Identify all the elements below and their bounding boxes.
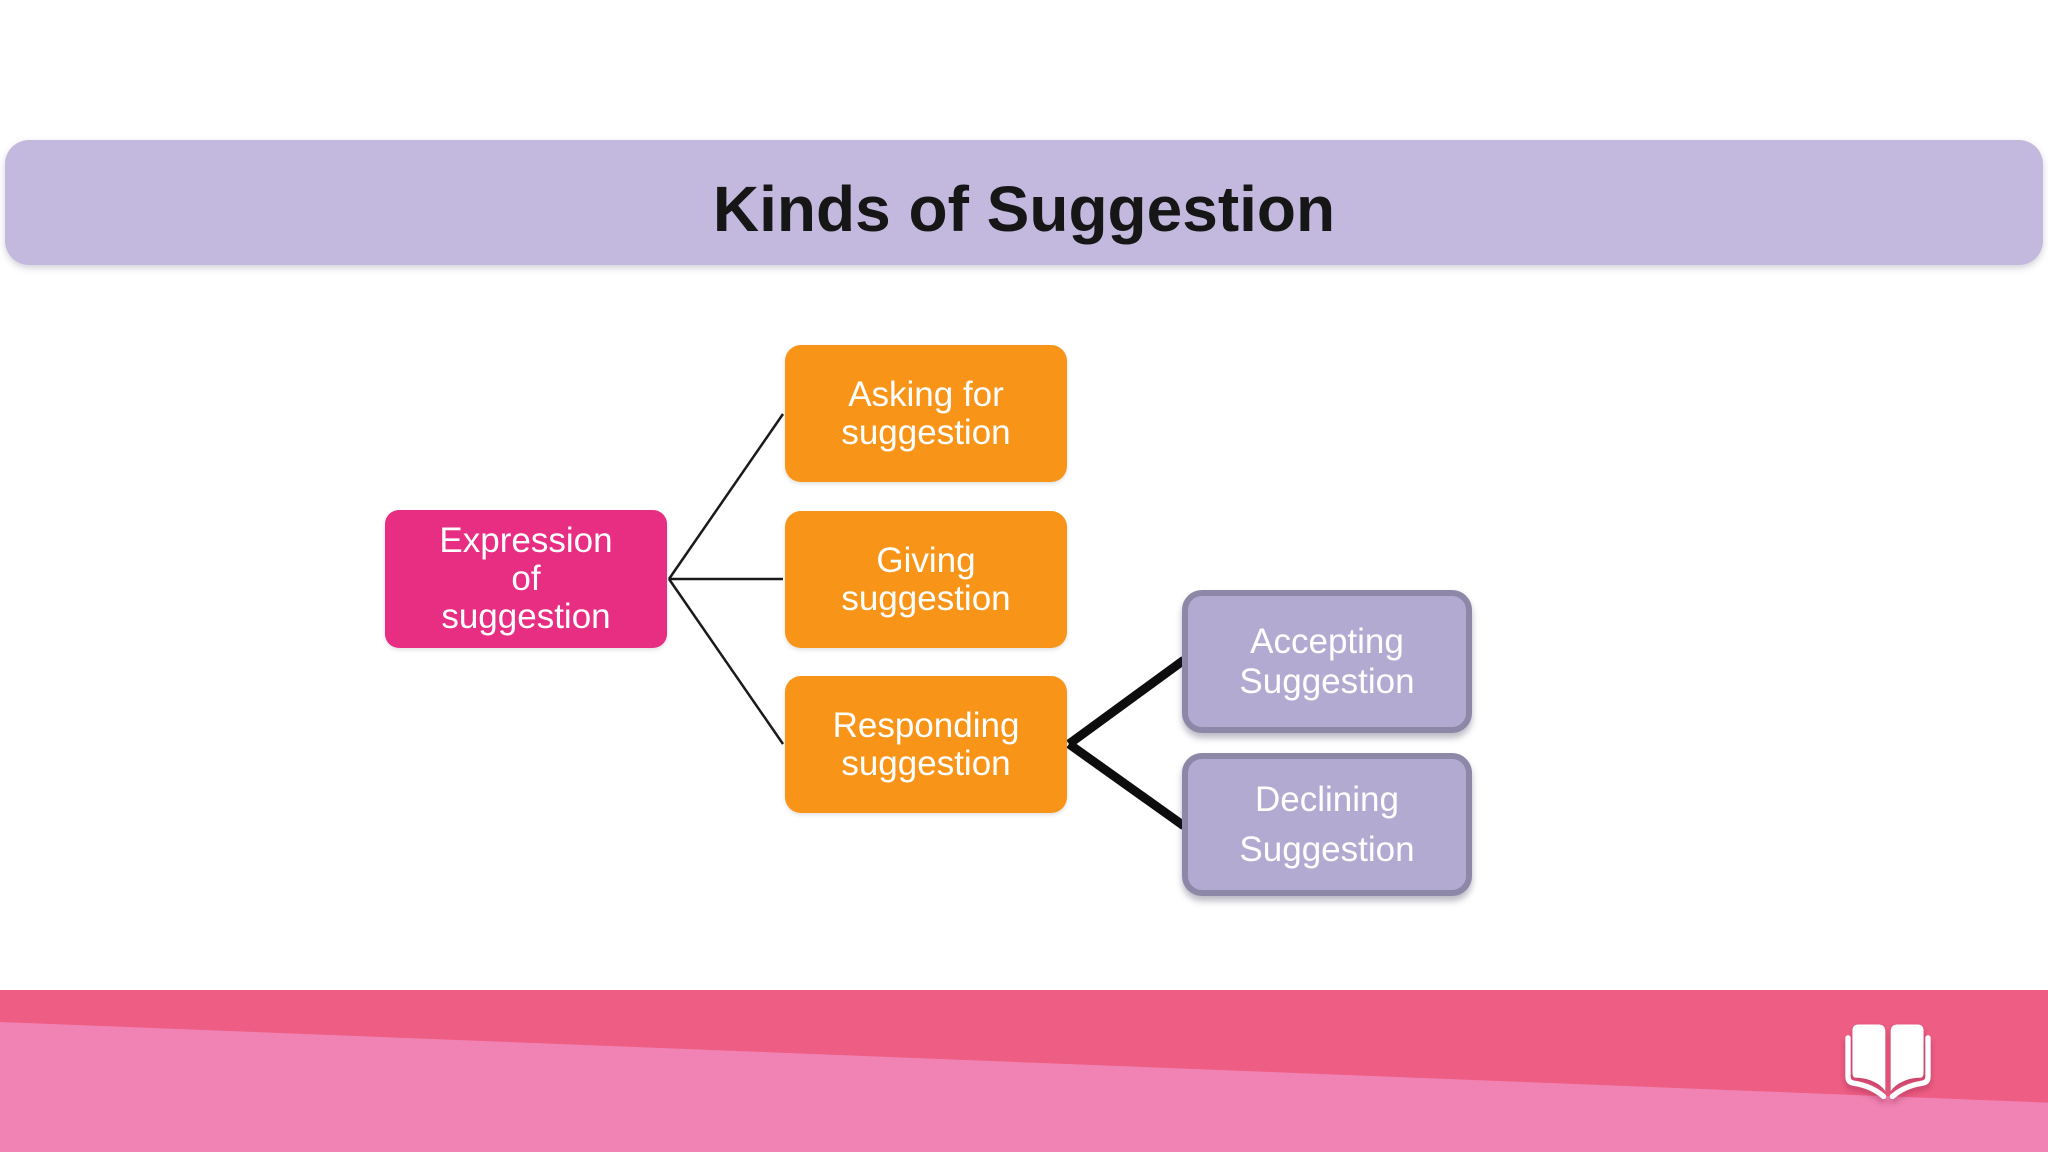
node-text-line: suggestion (841, 412, 1011, 452)
node-text-line: Responding (832, 705, 1020, 745)
node-text-line: Suggestion (1239, 661, 1415, 701)
node-text-line: Asking for (848, 374, 1004, 414)
node-expression-of-suggestion: Expression of suggestion (385, 510, 667, 648)
node-asking-for-suggestion: Asking for suggestion (785, 345, 1067, 482)
connector-root-to-asking (667, 413, 785, 580)
node-text-line: of (511, 559, 541, 598)
connector-root-to-responding (667, 578, 785, 745)
node-text-line: Giving (876, 540, 976, 580)
title-bar: Kinds of Suggestion (5, 140, 2043, 265)
node-responding-suggestion: Responding suggestion (785, 676, 1067, 813)
connector-responding-to-declining (1066, 740, 1187, 830)
node-text-line: Accepting (1250, 621, 1404, 661)
node-text-line: suggestion (441, 597, 611, 636)
node-text-line: Declining (1255, 779, 1399, 819)
slide-title: Kinds of Suggestion (712, 172, 1336, 245)
node-text-line: suggestion (841, 578, 1011, 618)
node-declining-suggestion: Declining Suggestion (1182, 753, 1472, 896)
open-book-icon (1840, 1020, 1936, 1100)
node-accepting-suggestion: Accepting Suggestion (1182, 590, 1472, 733)
connector-responding-to-accepting (1066, 656, 1187, 748)
node-text-line: Expression (439, 521, 613, 560)
node-text-line: suggestion (841, 743, 1011, 783)
node-giving-suggestion: Giving suggestion (785, 511, 1067, 648)
node-text-line: Suggestion (1239, 829, 1415, 869)
